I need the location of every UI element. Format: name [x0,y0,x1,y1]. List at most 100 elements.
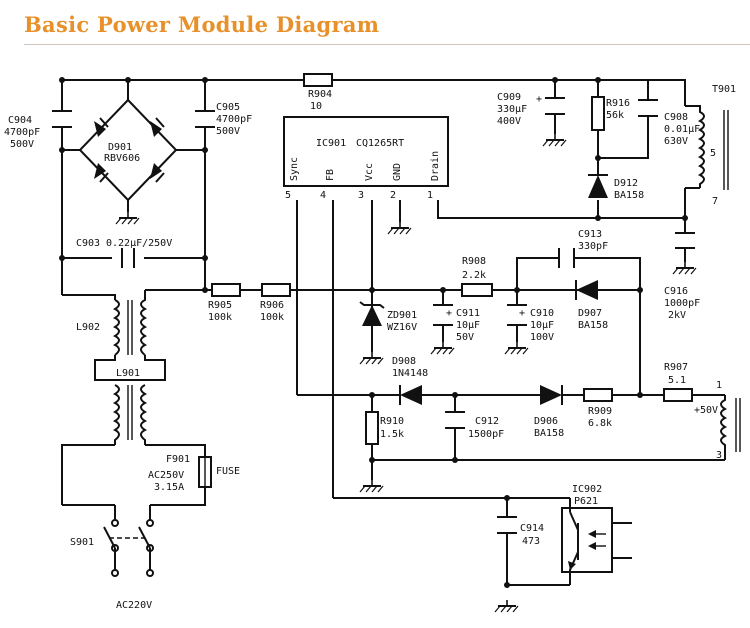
svg-text:6.8k: 6.8k [588,418,612,429]
svg-text:BA158: BA158 [614,190,644,201]
c903-capacitor: C903 0.22μF/250V [76,238,172,268]
c911-capacitor: + C911 10μF 50V [433,304,480,343]
svg-text:1: 1 [427,190,433,201]
svg-text:100k: 100k [208,312,232,323]
svg-text:10μF: 10μF [456,320,480,331]
svg-text:2: 2 [390,190,396,201]
r910-resistor: R910 1.5k [365,411,404,445]
svg-text:L902: L902 [76,322,100,333]
d912-diode: D912 BA158 [588,174,644,201]
svg-text:FUSE: FUSE [216,466,240,477]
c913-capacitor: C913 330pF [558,229,608,268]
svg-text:C913: C913 [578,229,602,240]
title-underline [24,44,750,45]
d907-diode: D907 BA158 [575,280,608,331]
c912-capacitor: C912 1500pF [445,411,504,440]
svg-text:+: + [536,94,542,105]
svg-text:BA158: BA158 [578,320,608,331]
svg-text:C908: C908 [664,112,688,123]
svg-text:+: + [519,308,525,319]
r905-resistor: R905 100k [208,283,241,323]
svg-text:5: 5 [710,148,716,159]
svg-text:4700pF: 4700pF [4,127,40,138]
svg-text:330pF: 330pF [578,241,608,252]
svg-text:IC901: IC901 [316,138,346,149]
t901-transformer: T901 5 7 1 3 +50V [685,84,741,461]
c916-capacitor: C916 1000pF 2kV [664,232,700,321]
r909-resistor: R909 6.8k [583,388,613,429]
svg-text:S901: S901 [70,537,94,548]
svg-text:473: 473 [522,536,540,547]
svg-text:AC220V: AC220V [116,600,152,611]
svg-text:+50V: +50V [694,405,718,416]
svg-text:0.01μF: 0.01μF [664,124,700,135]
svg-text:R910: R910 [380,416,404,427]
svg-text:C903: C903 [76,238,100,249]
svg-text:400V: 400V [497,116,521,127]
svg-text:1N4148: 1N4148 [392,368,428,379]
svg-text:P621: P621 [574,496,598,507]
svg-text:R908: R908 [462,256,486,267]
svg-text:C916: C916 [664,286,688,297]
d906-diode: D906 BA158 [534,385,564,439]
svg-text:2.2k: 2.2k [462,270,486,281]
r904-resistor: R904 10 [303,73,333,112]
svg-text:500V: 500V [216,126,240,137]
c904-capacitor: C904 4700pF 500V [4,110,72,150]
svg-text:C914: C914 [520,523,544,534]
ic901-controller: IC901 CQ1265RT Sync FB Vcc GND Drain 5 4… [283,116,449,201]
svg-text:IC902: IC902 [572,484,602,495]
svg-text:ZD901: ZD901 [387,310,417,321]
svg-text:FB: FB [325,169,336,181]
svg-text:330μF: 330μF [497,104,527,115]
svg-text:3.15A: 3.15A [154,482,184,493]
svg-text:1000pF: 1000pF [664,298,700,309]
svg-text:7: 7 [712,196,718,207]
svg-text:1: 1 [716,380,722,391]
svg-text:R907: R907 [664,362,688,373]
svg-text:C904: C904 [8,115,32,126]
svg-text:3: 3 [716,450,722,461]
svg-text:3: 3 [358,190,364,201]
svg-text:D912: D912 [614,178,638,189]
svg-text:1.5k: 1.5k [380,429,404,440]
diagram-title: Basic Power Module Diagram [24,12,380,37]
svg-text:L901: L901 [116,368,140,379]
c908-capacitor: C908 0.01μF 630V [638,99,700,147]
svg-text:100k: 100k [260,312,284,323]
s901-switch: S901 AC220V [70,519,154,611]
c909-capacitor: + C909 330μF 400V [497,92,565,127]
svg-text:C912: C912 [475,416,499,427]
svg-text:T901: T901 [712,84,736,95]
svg-text:R909: R909 [588,406,612,417]
svg-text:0.22μF/250V: 0.22μF/250V [106,238,172,249]
svg-text:D907: D907 [578,308,602,319]
d908-diode: D908 1N4148 [392,356,428,405]
svg-text:500V: 500V [10,139,34,150]
svg-text:100V: 100V [530,332,554,343]
svg-text:C910: C910 [530,308,554,319]
d901-bridge-rectifier: D901 RBV606 [78,98,178,202]
svg-text:R906: R906 [260,300,284,311]
svg-text:10μF: 10μF [530,320,554,331]
c910-capacitor: + C910 10μF 100V [507,304,554,343]
svg-text:4: 4 [320,190,326,201]
svg-text:C911: C911 [456,308,480,319]
svg-text:Vcc: Vcc [364,163,375,181]
svg-text:C909: C909 [497,92,521,103]
svg-text:BA158: BA158 [534,428,564,439]
f901-fuse: F901 AC250V 3.15A FUSE [148,454,240,493]
svg-text:5: 5 [285,190,291,201]
svg-text:4700pF: 4700pF [216,114,252,125]
svg-text:10: 10 [310,101,322,112]
svg-text:56k: 56k [606,110,624,121]
svg-text:2kV: 2kV [668,310,686,321]
l901-choke: L901 [112,368,148,445]
svg-text:50V: 50V [456,332,474,343]
svg-text:D908: D908 [392,356,416,367]
junction-dots [59,77,688,588]
svg-text:F901: F901 [166,454,190,465]
svg-text:5.1: 5.1 [668,375,686,386]
ic902-optocoupler: IC902 P621 [561,484,632,585]
